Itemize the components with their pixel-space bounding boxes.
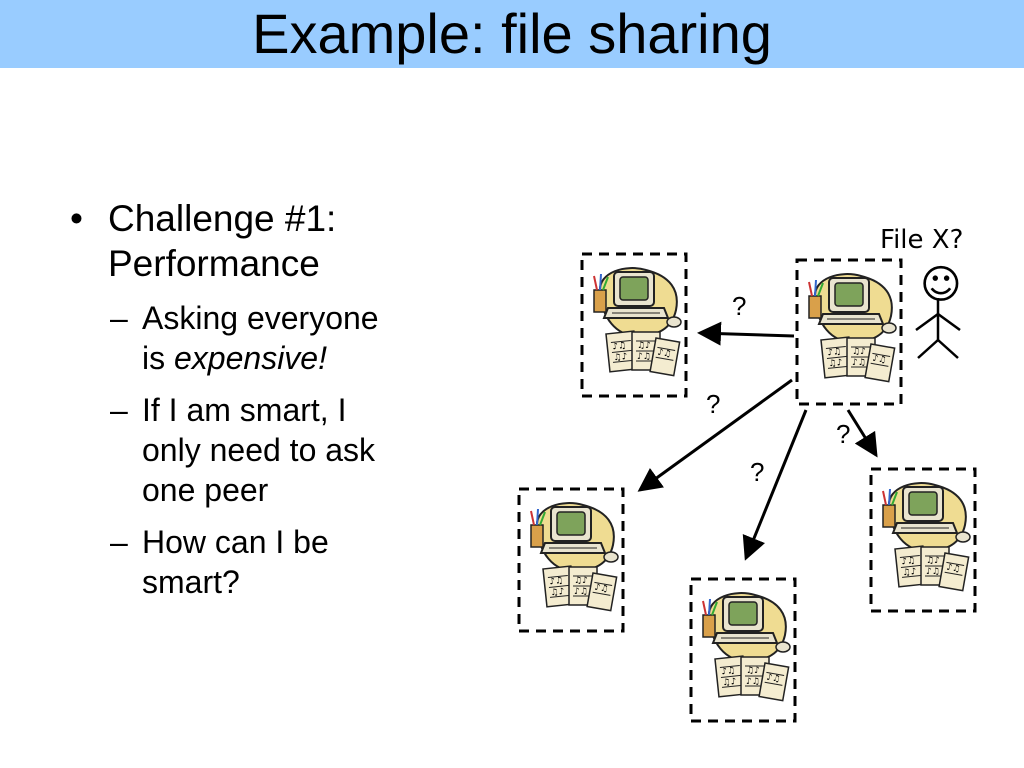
sub-bullet-asking-emphasis: expensive! [174,340,327,376]
peer-box-requester [795,258,903,406]
bullet-challenge-line2: Performance [108,243,320,284]
peer-box-bottom-left [517,487,625,633]
query-arrow-bottom-right [846,409,878,458]
dash-icon: – [110,300,128,336]
bullet-challenge: • Challenge #1: Performance [70,196,470,286]
sub-bullet-smart: – If I am smart, I only need to ask one … [110,390,470,510]
slide-title: Example: file sharing [252,2,772,65]
sub-bullet-smart-line2: only need to ask [142,432,376,468]
stick-figure-icon: ☺ [915,262,962,359]
bullet-challenge-line1: Challenge #1: [108,198,337,239]
peer-box-border [689,577,797,723]
peer-box-top-left [580,252,688,398]
peer-box-border [517,487,625,633]
dash-icon: – [110,524,128,560]
sub-bullet-asking-line1: Asking everyone [142,300,379,336]
bullet-list: • Challenge #1: Performance – Asking eve… [70,196,470,614]
question-mark-label: ? [750,457,764,487]
question-mark-label: ? [836,419,850,449]
title-bar [0,0,1024,68]
peer-box-border [869,467,977,613]
sub-bullet-asking-prefix: is [142,340,174,376]
question-mark-label: ? [706,389,720,419]
computer-with-music-files-icon [808,273,897,383]
query-arrow-top-left [697,321,795,346]
dash-icon: – [110,392,128,428]
sub-bullet-how: – How can I be smart? [110,522,470,602]
computer-with-music-files-icon [882,482,971,592]
sub-bullet-list: – Asking everyone is expensive! – If I a… [70,298,470,602]
peer-box-border [795,258,903,406]
peer-box-bottom-right [869,467,977,613]
sub-bullet-smart-line1: If I am smart, I [142,392,347,428]
file-request-label: File X? [880,225,963,255]
peer-box-border [580,252,688,398]
sub-bullet-asking-line2: is expensive! [142,338,470,378]
query-arrow-bottom-left [637,378,793,492]
sub-bullet-how-line1: How can I be [142,524,329,560]
peer-box-bottom-center [689,577,797,723]
sub-bullet-asking: – Asking everyone is expensive! [110,298,470,378]
query-arrow-bottom-center [742,409,808,561]
bullet-dot-icon: • [70,198,83,239]
sub-bullet-how-line2: smart? [142,564,240,600]
computer-with-music-files-icon [530,502,619,612]
question-mark-label: ? [732,291,746,321]
sub-bullet-smart-line3: one peer [142,472,269,508]
smiley-face-icon: ☺ [920,262,962,308]
computer-with-music-files-icon [702,592,791,702]
computer-with-music-files-icon [593,267,682,377]
